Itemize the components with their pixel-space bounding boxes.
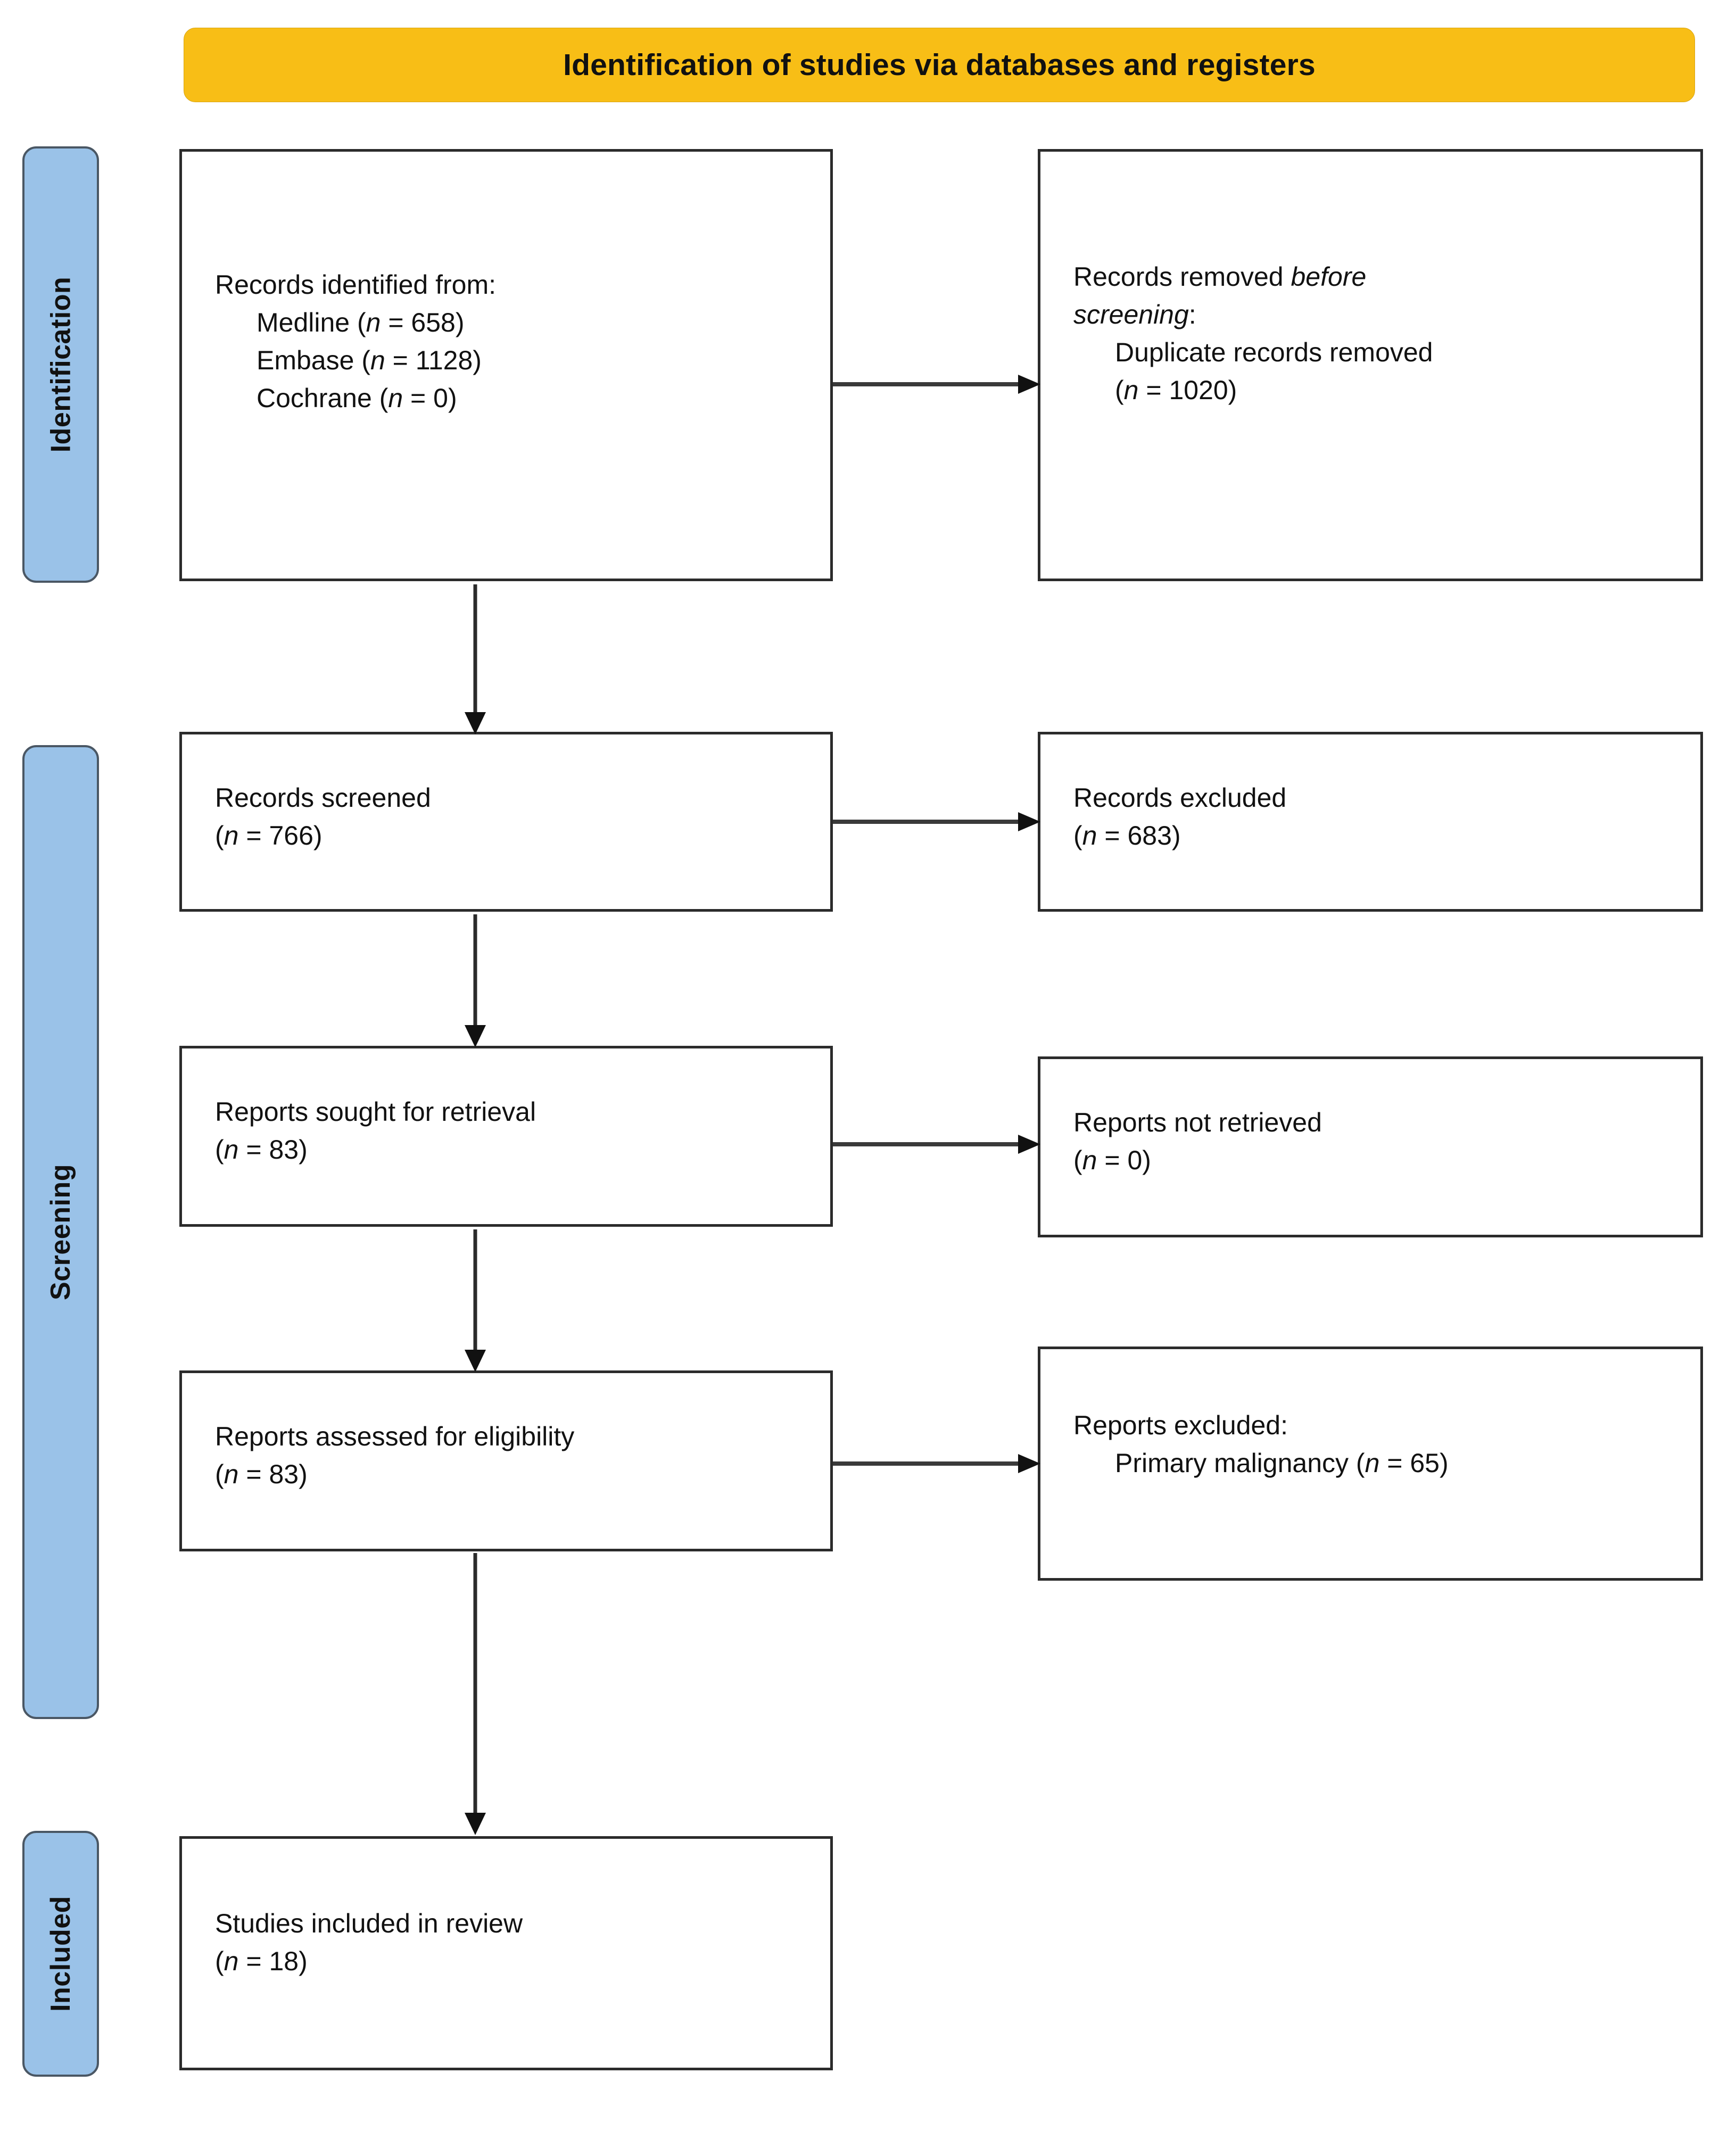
box-records-identified-text: Records identified from: Medline (n = 65… — [215, 266, 814, 417]
box-records-excluded: Records excluded (n = 683) — [1038, 732, 1703, 912]
box-reports-excluded-text: Reports excluded: Primary malignancy (n … — [1073, 1407, 1684, 1482]
box-records-identified: Records identified from: Medline (n = 65… — [179, 149, 833, 581]
line-excluded-heading: Records excluded — [1073, 783, 1287, 813]
arrow-sought-to-assessed — [463, 1229, 487, 1372]
box-reports-sought-text: Reports sought for retrieval (n = 83) — [215, 1093, 814, 1169]
box-reports-assessed: Reports assessed for eligibility (n = 83… — [179, 1370, 833, 1551]
line-cochrane: Cochrane (n = 0) — [257, 383, 457, 413]
header-banner: Identification of studies via databases … — [184, 28, 1695, 102]
line-records-identified-heading: Records identified from: — [215, 270, 497, 300]
box-records-removed: Records removed before screening: Duplic… — [1038, 149, 1703, 581]
line-removed-heading-1: Records removed before — [1073, 262, 1367, 292]
line-duplicates-count: (n = 1020) — [1115, 375, 1237, 405]
line-embase: Embase (n = 1128) — [257, 345, 482, 375]
line-sought-count: (n = 83) — [215, 1135, 308, 1164]
line-primary-malignancy: Primary malignancy (n = 65) — [1115, 1448, 1449, 1478]
arrow-screened-to-excluded — [833, 810, 1040, 833]
phase-bar-identification: Identification — [22, 146, 99, 583]
page-title: Identification of studies via databases … — [563, 48, 1316, 82]
phase-label-screening: Screening — [45, 1164, 77, 1300]
line-included-heading: Studies included in review — [215, 1909, 523, 1938]
box-studies-included-text: Studies included in review (n = 18) — [215, 1905, 814, 1980]
box-records-excluded-text: Records excluded (n = 683) — [1073, 779, 1684, 855]
line-notretrieved-heading: Reports not retrieved — [1073, 1108, 1322, 1137]
box-reports-not-retrieved: Reports not retrieved (n = 0) — [1038, 1056, 1703, 1237]
arrow-identified-to-removed — [833, 373, 1040, 396]
line-sought-heading: Reports sought for retrieval — [215, 1097, 536, 1127]
line-notretrieved-count: (n = 0) — [1073, 1145, 1151, 1175]
arrow-identified-to-screened — [463, 584, 487, 734]
phase-label-identification: Identification — [45, 276, 76, 453]
line-included-count: (n = 18) — [215, 1946, 308, 1976]
phase-bar-included: Included — [22, 1831, 99, 2077]
box-records-screened-text: Records screened (n = 766) — [215, 779, 814, 855]
arrow-screened-to-sought — [463, 914, 487, 1047]
line-medline: Medline (n = 658) — [257, 308, 465, 337]
box-reports-not-retrieved-text: Reports not retrieved (n = 0) — [1073, 1104, 1684, 1179]
arrow-sought-to-not-retrieved — [833, 1133, 1040, 1156]
box-reports-sought: Reports sought for retrieval (n = 83) — [179, 1046, 833, 1227]
box-reports-assessed-text: Reports assessed for eligibility (n = 83… — [215, 1418, 814, 1493]
box-records-screened: Records screened (n = 766) — [179, 732, 833, 912]
box-studies-included: Studies included in review (n = 18) — [179, 1836, 833, 2070]
line-screened-count: (n = 766) — [215, 821, 323, 850]
line-screened-heading: Records screened — [215, 783, 431, 813]
phase-bar-screening: Screening — [22, 745, 99, 1719]
line-excluded-count: (n = 683) — [1073, 821, 1181, 850]
line-assessed-count: (n = 83) — [215, 1459, 308, 1489]
arrow-assessed-to-included — [463, 1553, 487, 1835]
line-duplicates: Duplicate records removed — [1115, 337, 1433, 367]
line-assessed-heading: Reports assessed for eligibility — [215, 1422, 575, 1451]
phase-label-included: Included — [45, 1896, 77, 2012]
box-records-removed-text: Records removed before screening: Duplic… — [1073, 258, 1684, 409]
line-reports-excluded-heading: Reports excluded: — [1073, 1410, 1288, 1440]
arrow-assessed-to-reports-excluded — [833, 1452, 1040, 1475]
line-removed-heading-2: screening: — [1073, 300, 1196, 329]
box-reports-excluded: Reports excluded: Primary malignancy (n … — [1038, 1347, 1703, 1581]
